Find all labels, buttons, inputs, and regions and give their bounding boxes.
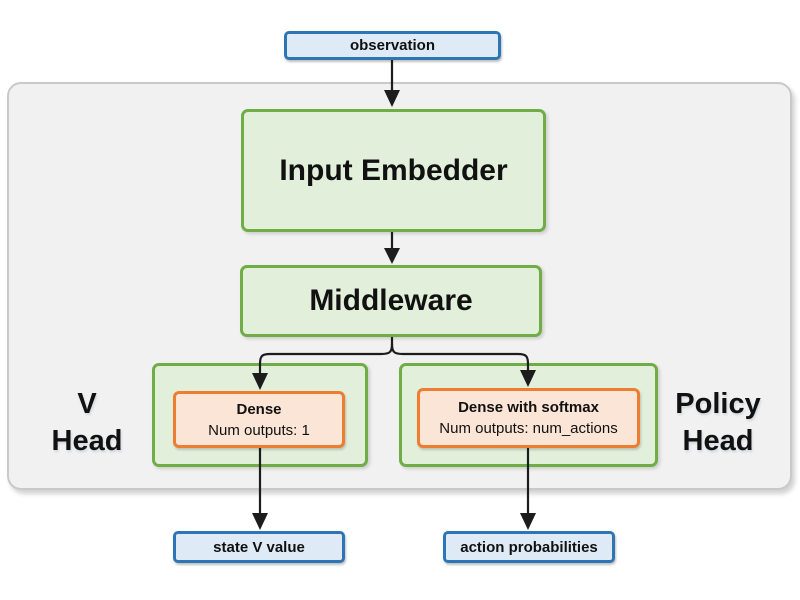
policy-dense-layer-node: Dense with softmax Num outputs: num_acti… <box>417 388 640 448</box>
v-head-label-line1: V <box>77 388 97 420</box>
middleware-label: Middleware <box>309 284 473 317</box>
v-head-label: V Head <box>30 386 144 460</box>
action-probabilities-label: action probabilities <box>460 538 598 556</box>
state-v-value-label: state V value <box>213 538 305 556</box>
observation-node: observation <box>284 31 501 60</box>
v-dense-title: Dense <box>236 400 282 418</box>
policy-head-label-line2: Head <box>682 425 754 457</box>
arrowhead-icon <box>520 513 536 530</box>
v-head-label-line2: Head <box>51 425 123 457</box>
policy-head-label-line1: Policy <box>675 388 761 420</box>
v-dense-layer-node: Dense Num outputs: 1 <box>173 391 345 448</box>
policy-dense-subtitle: Num outputs: num_actions <box>439 420 618 437</box>
policy-dense-title: Dense with softmax <box>458 399 599 416</box>
observation-label: observation <box>349 37 436 54</box>
action-probabilities-node: action probabilities <box>443 531 615 563</box>
state-v-value-node: state V value <box>173 531 345 563</box>
input-embedder-label: Input Embedder <box>279 153 508 187</box>
input-embedder-node: Input Embedder <box>241 109 546 232</box>
v-dense-subtitle: Num outputs: 1 <box>208 421 310 439</box>
middleware-node: Middleware <box>240 265 542 337</box>
policy-head-label: Policy Head <box>660 386 776 460</box>
arrowhead-icon <box>252 513 268 530</box>
